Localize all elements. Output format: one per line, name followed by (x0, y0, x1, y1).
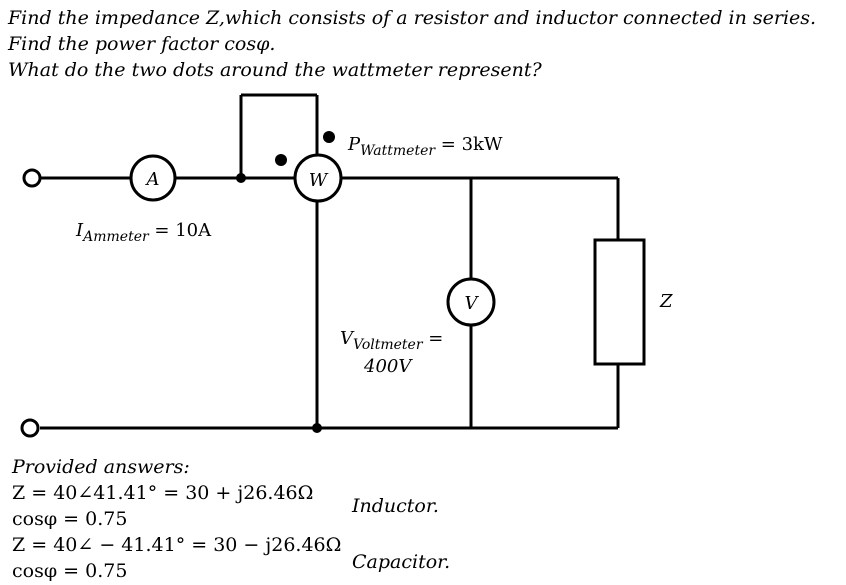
answer-2-type: Capacitor. (352, 551, 451, 573)
ammeter-symbol: A (145, 169, 160, 190)
wattmeter-symbol: W (309, 170, 329, 191)
wattmeter-reading-sub: Wattmeter (360, 143, 436, 159)
answer-1-power-factor: cosφ = 0.75 (12, 508, 128, 530)
ammeter-reading-label: IAmmeter = 10A (76, 220, 212, 245)
wattmeter-reading-main: P (348, 134, 361, 155)
junction-dot-bottom (312, 423, 322, 433)
junction-dot-loop (236, 173, 246, 183)
answer-1-impedance: Z = 40∠41.41° = 30 + j26.46Ω (12, 482, 314, 504)
wattmeter-polarity-dot-voltage (323, 131, 335, 143)
answers-heading: Provided answers: (12, 456, 190, 478)
ammeter-reading-main: I (76, 220, 84, 241)
terminal-top (22, 168, 42, 188)
voltmeter-reading-sub: Voltmeter (353, 337, 423, 353)
voltmeter-symbol: V (465, 293, 480, 314)
wattmeter-polarity-dot-current (275, 154, 287, 166)
impedance-box (593, 238, 646, 366)
question-line-1: Find the impedance Z,which consists of a… (8, 7, 817, 29)
voltmeter-reading-main: V (340, 328, 353, 349)
question-line-2: Find the power factor cosφ. (8, 33, 276, 55)
question-line-3: What do the two dots around the wattmete… (8, 59, 542, 81)
wattmeter-reading-label: PWattmeter = 3kW (348, 134, 503, 159)
ammeter-reading-value: = 10A (154, 220, 212, 241)
answer-2-impedance: Z = 40∠ − 41.41° = 30 − j26.46Ω (12, 534, 342, 556)
answer-1-type: Inductor. (352, 495, 439, 517)
voltmeter-circle (446, 277, 496, 327)
ammeter-reading-sub: Ammeter (83, 229, 149, 245)
wattmeter-reading-value: = 3kW (440, 134, 503, 155)
voltmeter-reading-eq: = (428, 328, 444, 349)
ammeter-circle (129, 154, 177, 202)
voltmeter-reading-label: VVoltmeter = (340, 328, 444, 353)
answer-2-power-factor: cosφ = 0.75 (12, 560, 128, 582)
terminal-bottom (20, 418, 40, 438)
voltmeter-reading-value: 400V (364, 356, 412, 377)
impedance-symbol: Z (659, 291, 673, 312)
wattmeter-circle (293, 153, 343, 203)
